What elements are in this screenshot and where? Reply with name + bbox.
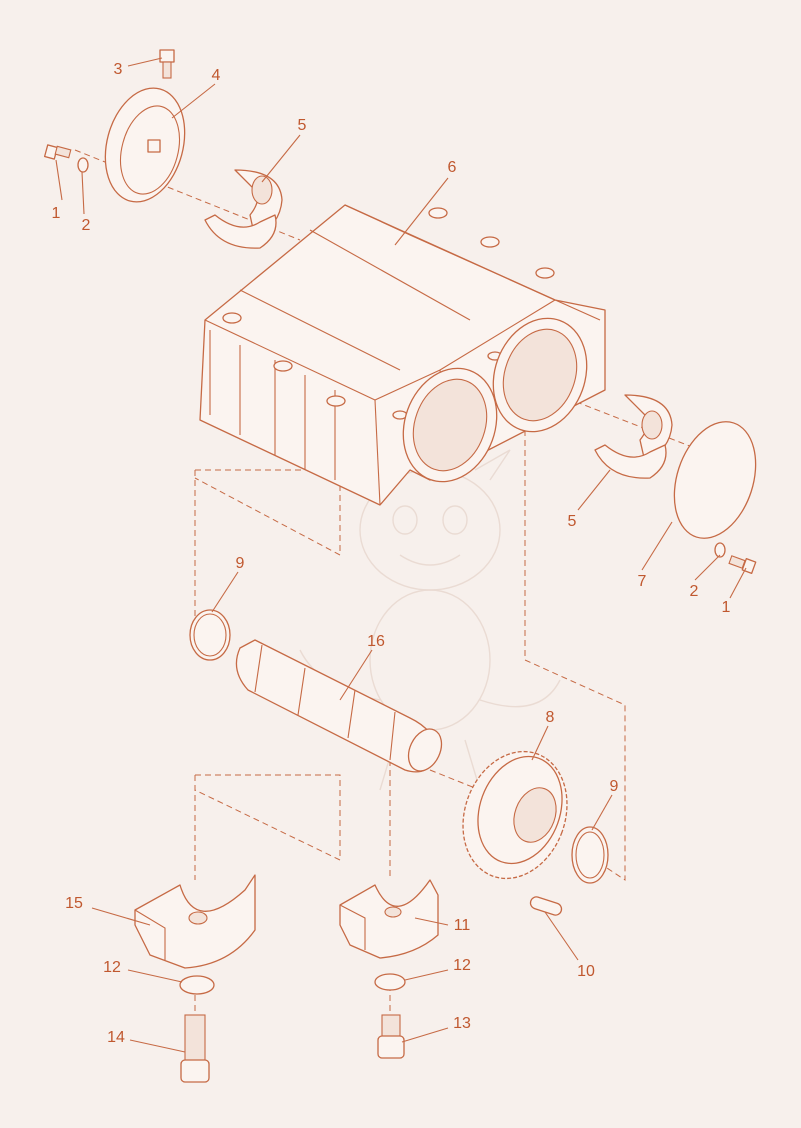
- socket-screw-long: [180, 1014, 210, 1083]
- bearing-lower-right: [594, 444, 667, 479]
- bearing-block-small: [339, 879, 439, 959]
- callout-c3: 3: [114, 61, 123, 78]
- callout-c5b: 5: [568, 513, 577, 530]
- callout-c13: 13: [453, 1015, 471, 1032]
- bearing-block-large: [134, 874, 256, 969]
- washer-right: [714, 542, 726, 558]
- end-cover: [104, 87, 186, 203]
- leader-lines: [55, 57, 747, 1053]
- shaft: [235, 639, 443, 773]
- callout-c2b: 2: [690, 583, 699, 600]
- callout-c14: 14: [107, 1029, 125, 1046]
- washer-large: [179, 975, 215, 995]
- callout-c11: 11: [454, 917, 471, 934]
- callout-c8: 8: [546, 709, 555, 726]
- callouts: 1 2 3 4 5 6 5 7 2 1 9 16 8 9 15 11 10 12…: [52, 61, 731, 1046]
- callout-c10: 10: [577, 963, 595, 980]
- callout-c9b: 9: [610, 778, 619, 795]
- washer-small: [374, 973, 406, 991]
- callout-c5a: 5: [298, 117, 307, 134]
- bore-right: [492, 317, 588, 433]
- callout-c12a: 12: [103, 959, 121, 976]
- callout-c9a: 9: [236, 555, 245, 572]
- bolt-left: [43, 144, 72, 160]
- key: [529, 896, 563, 916]
- spur-gear: [462, 750, 568, 880]
- callout-c1a: 1: [52, 205, 61, 222]
- callout-c15: 15: [65, 895, 83, 912]
- gasket: [673, 421, 757, 539]
- callout-c12b: 12: [453, 957, 471, 974]
- circlip-left: [189, 609, 231, 661]
- callout-c16: 16: [367, 633, 385, 650]
- callout-c4: 4: [212, 67, 221, 84]
- bolt-right: [728, 555, 757, 574]
- washer-left: [77, 157, 89, 173]
- bore-left: [402, 367, 498, 483]
- callout-c7: 7: [638, 573, 647, 590]
- socket-screw-short: [377, 1014, 405, 1059]
- callout-c2a: 2: [82, 217, 91, 234]
- callout-c6: 6: [448, 159, 457, 176]
- circlip-right: [571, 826, 609, 884]
- bearing-lower-left: [204, 214, 277, 249]
- gearbox-housing: [199, 204, 606, 506]
- hex-screw-top: [159, 49, 175, 79]
- callout-c1b: 1: [722, 599, 731, 616]
